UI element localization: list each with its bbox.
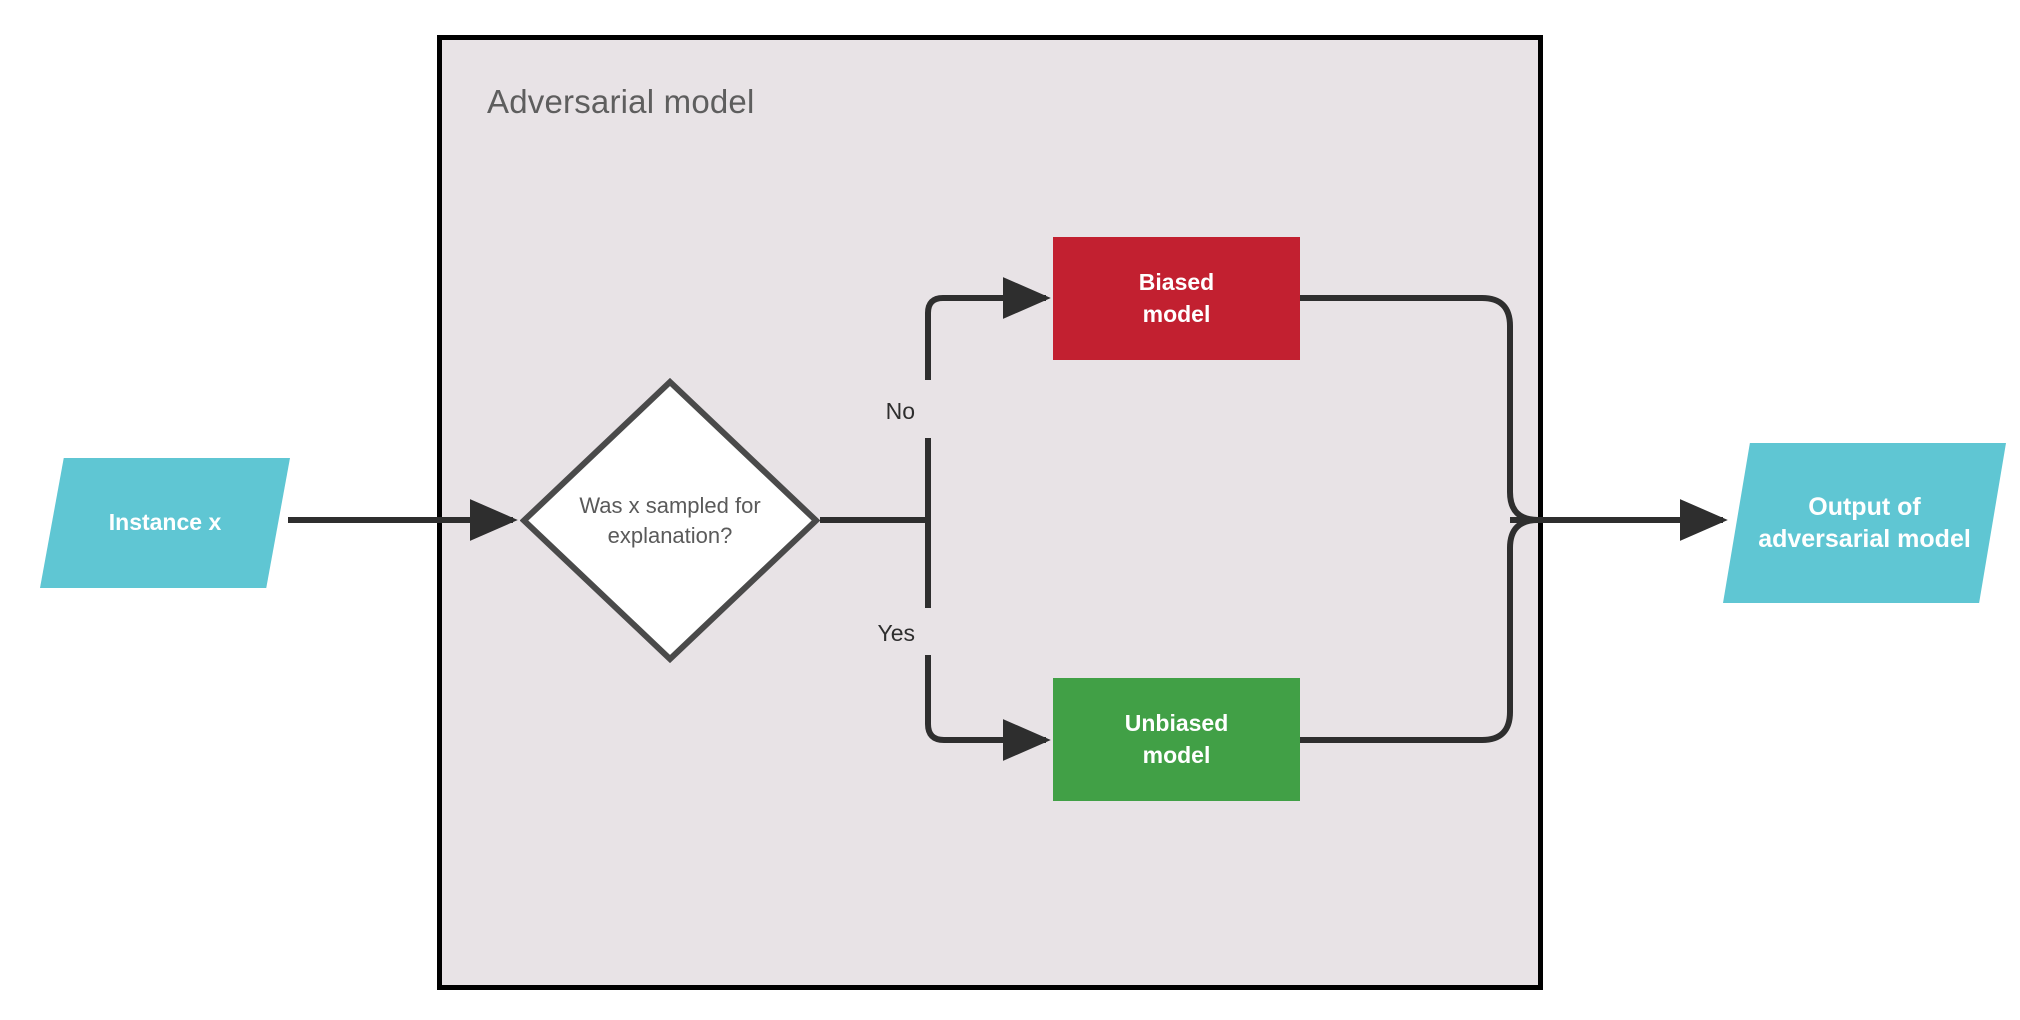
node-output-line1: Output of xyxy=(1808,493,1921,521)
node-unbiased-model-line1: Unbiased xyxy=(1124,710,1229,737)
node-unbiased-model-line2: model xyxy=(1142,741,1211,768)
node-unbiased-model[interactable]: Unbiased model xyxy=(1053,678,1300,801)
node-decision-label: Was x sampled for explanation? xyxy=(520,378,820,663)
edge-label-yes: Yes xyxy=(877,620,915,646)
node-instance-x-label: Instance x xyxy=(108,509,222,536)
node-decision-label-line2: explanation? xyxy=(607,522,733,548)
edge-label-no: No xyxy=(885,398,915,424)
edge-no-to-biased xyxy=(925,277,1051,380)
node-biased-model-line2: model xyxy=(1142,300,1211,327)
node-biased-model-line1: Biased xyxy=(1138,269,1215,296)
node-instance-x[interactable]: Instance x xyxy=(40,458,290,588)
node-output-line2: adversarial model xyxy=(1758,525,1971,553)
node-biased-model[interactable]: Biased model xyxy=(1053,237,1300,360)
edge-unbiased-to-merge xyxy=(1300,517,1539,743)
container-title: Adversarial model xyxy=(487,83,755,120)
node-decision-sampled[interactable]: Was x sampled for explanation? xyxy=(520,378,820,663)
edge-biased-to-merge xyxy=(1300,295,1539,523)
node-decision-label-line1: Was x sampled for xyxy=(579,493,761,519)
diamond-shape xyxy=(520,378,820,663)
edge-yes-to-unbiased xyxy=(925,655,1051,761)
node-output-adversarial[interactable]: Output of adversarial model xyxy=(1723,443,2006,603)
